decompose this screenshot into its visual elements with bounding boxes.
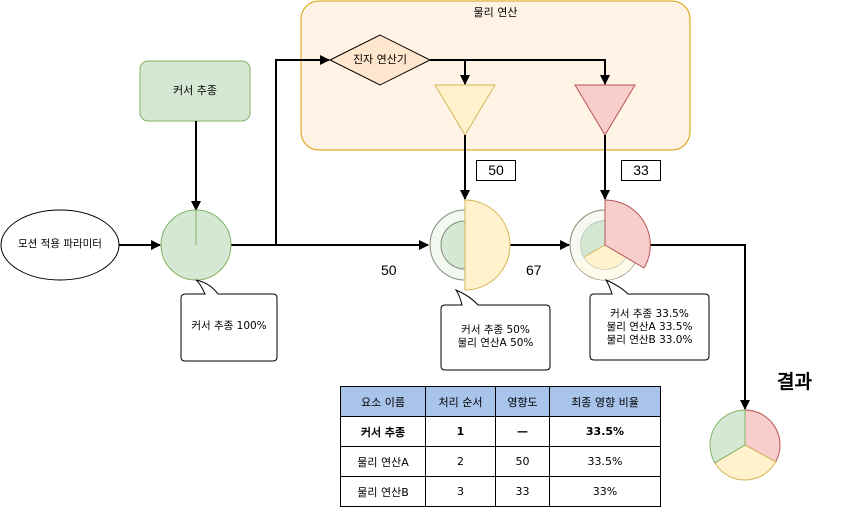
cell-order: 1 — [425, 416, 496, 447]
table-row: 물리 연산A 2 50 33.5% — [340, 446, 661, 477]
result-pie-chart[interactable] — [709, 409, 781, 481]
cell-ratio: 33.5% — [549, 446, 661, 477]
edge-decision-to-tri-b — [465, 59, 610, 85]
callout-stage1[interactable] — [180, 279, 278, 362]
callout-stage2[interactable] — [440, 288, 551, 371]
cell-ratio: 33.5% — [549, 416, 661, 447]
cell-order: 3 — [425, 476, 496, 507]
mix-stage3-slice-physics-b — [604, 199, 651, 269]
cell-name: 물리 연산A — [340, 446, 426, 477]
cell-ratio: 33% — [549, 476, 661, 507]
influence-b-box: 33 — [621, 160, 661, 181]
cell-name: 물리 연산B — [340, 476, 426, 507]
physics-group-title: 물리 연산 — [473, 6, 518, 19]
physics-b-triangle[interactable] — [574, 84, 636, 136]
callout-stage1-text: 커서 추종 100% — [191, 320, 267, 332]
table-row: 커서 추종 1 — 33.5% — [340, 416, 661, 447]
result-slice-physics-b — [744, 409, 781, 463]
summary-table-header: 요소 이름 처리 순서 영향도 최종 영향 비율 — [340, 386, 661, 417]
callout-stage3[interactable] — [589, 278, 710, 361]
mix-stage2[interactable] — [429, 199, 511, 291]
result-slice-cursor-track — [709, 409, 746, 464]
influence-a-box: 50 — [476, 160, 516, 181]
cursor-track-label: 커서 추종 — [173, 84, 217, 97]
header-order: 처리 순서 — [425, 386, 496, 417]
physics-group[interactable] — [300, 0, 691, 151]
cell-influence: 50 — [495, 446, 550, 477]
callout-stage2-text: 커서 추종 50% 물리 연산A 50% — [457, 324, 534, 349]
motion-param-label: 모션 적용 파라미터 — [18, 238, 102, 250]
edges — [119, 55, 750, 410]
cell-influence: — — [495, 416, 550, 447]
edge-mix1-to-decision — [231, 55, 330, 246]
mix-stage1[interactable] — [160, 209, 232, 281]
mix-stage3[interactable] — [569, 199, 651, 281]
table-row: 물리 연산B 3 33 33% — [340, 476, 661, 507]
result-title: 결과 — [777, 371, 812, 393]
header-element-name: 요소 이름 — [340, 386, 426, 417]
cell-influence: 33 — [495, 476, 550, 507]
cell-order: 2 — [425, 446, 496, 477]
mix-stage3-ring-lower — [575, 258, 635, 280]
edge-weight-a-label: 50 — [381, 262, 397, 278]
pendulum-calculator-label: 진자 연산기 — [352, 53, 408, 66]
edge-weight-b-label: 67 — [526, 262, 542, 278]
cell-name: 커서 추종 — [340, 416, 426, 447]
mix-stage2-slice-physics-a — [464, 199, 511, 291]
callout-stage3-text: 커서 추종 33.5% 물리 연산A 33.5% 물리 연산B 33.0% — [606, 308, 693, 346]
header-final-ratio: 최종 영향 비율 — [549, 386, 661, 417]
physics-a-triangle[interactable] — [434, 84, 496, 136]
result-slice-physics-a — [714, 444, 777, 481]
summary-table: 요소 이름 처리 순서 영향도 최종 영향 비율 커서 추종 1 — 33.5%… — [340, 386, 661, 507]
edge-mix3-to-result — [650, 244, 750, 410]
header-influence: 영향도 — [495, 386, 550, 417]
